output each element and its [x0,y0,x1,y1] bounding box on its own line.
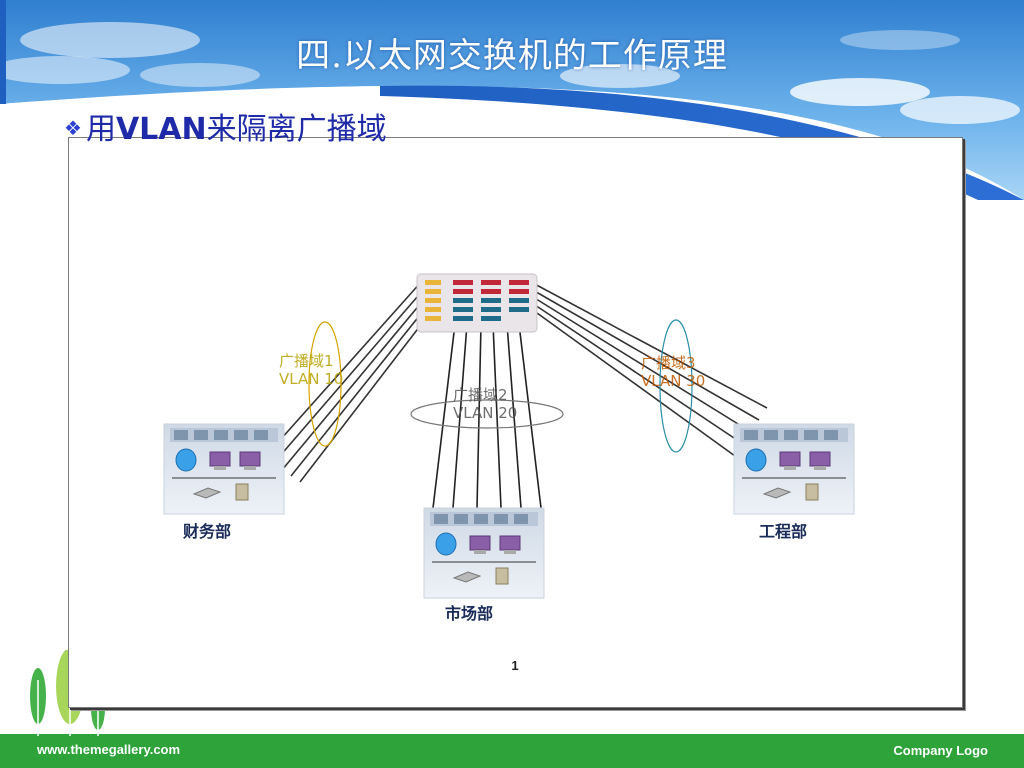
footer-url-link[interactable]: www.themegallery.com [37,742,181,757]
vlan20-label-line1: 广播域2 [453,386,508,404]
diamond-bullet-icon: ❖ [64,116,82,140]
vlan10-links [263,280,431,483]
building-engineering-icon [733,423,855,515]
vlan-network-diagram [163,273,855,599]
bullet-prefix: 用 [85,112,116,147]
department-label-engineering: 工程部 [759,522,808,541]
vlan-diagram-figure: 广播域1 VLAN 10 广播域2 VLAN 20 广播域3 VLAN 30 财… [68,137,963,708]
bullet-emphasis: VLAN [115,112,207,147]
footer-bar: www.themegallery.com Company Logo [0,734,1024,768]
ethernet-switch-icon [416,273,538,333]
figure-page-number: 1 [511,658,519,673]
vlan30-links [528,280,768,457]
bullet-suffix: 来隔离广播域 [206,112,387,147]
building-marketing-icon [423,507,545,599]
vlan20-links [432,323,542,509]
vlan30-label: 广播域3 VLAN 30 [641,354,705,390]
vlan20-label: 广播域2 VLAN 20 [453,386,517,422]
vlan10-label-line2: VLAN 10 [279,370,344,388]
vlan30-domain-ellipse [659,319,693,453]
vlan20-label-line2: VLAN 20 [453,404,518,422]
vlan10-domain-ellipse [308,321,342,447]
bullet-line: ❖用VLAN来隔离广播域 [64,104,387,147]
vlan30-label-line2: VLAN 30 [641,372,706,390]
vlan10-label-line1: 广播域1 [279,352,334,370]
department-label-marketing: 市场部 [445,604,494,623]
vlan30-label-line1: 广播域3 [641,354,696,372]
building-finance-icon [163,423,285,515]
vlan20-domain-ellipse [410,399,564,429]
department-label-finance: 财务部 [183,522,232,541]
slide-title: 四.以太网交换机的工作原理 [0,28,1024,77]
slide-title-text: 四.以太网交换机的工作原理 [296,36,728,76]
footer-company-logo: Company Logo [893,743,988,758]
vlan10-label: 广播域1 VLAN 10 [279,352,343,388]
